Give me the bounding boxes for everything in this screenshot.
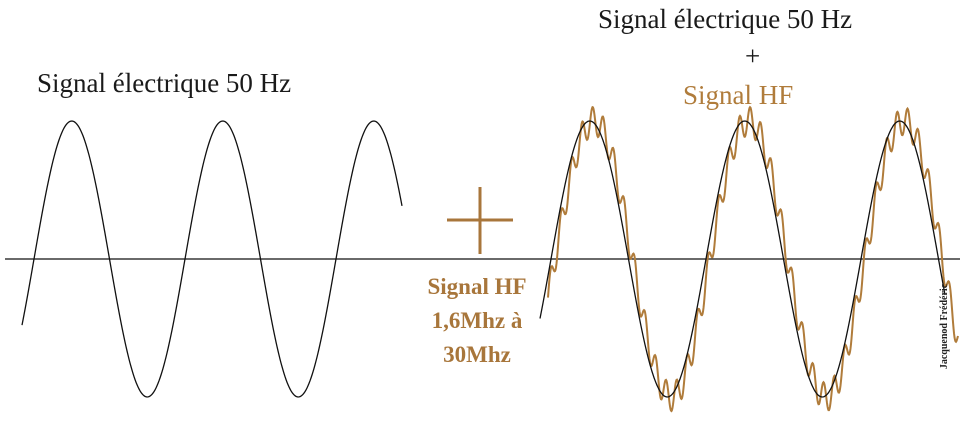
right-hf-title: Signal HF	[683, 80, 794, 110]
hf-range-line-2: 1,6Mhz à	[431, 308, 523, 333]
right-hf-wave	[547, 105, 959, 413]
left-50hz-wave	[21, 120, 403, 398]
left-signal-title: Signal électrique 50 Hz	[37, 68, 292, 98]
author-credit: Jacquenod Frédéric	[939, 283, 951, 370]
hf-range-line-1: Signal HF	[427, 274, 527, 299]
right-plus-symbol: +	[745, 41, 761, 71]
hf-range-label: Signal HF 1,6Mhz à 30Mhz	[412, 270, 542, 372]
large-plus-icon	[447, 187, 513, 254]
right-50hz-wave	[539, 120, 946, 398]
hf-range-line-3: 30Mhz	[443, 342, 511, 367]
right-signal-title: Signal électrique 50 Hz	[598, 4, 853, 34]
